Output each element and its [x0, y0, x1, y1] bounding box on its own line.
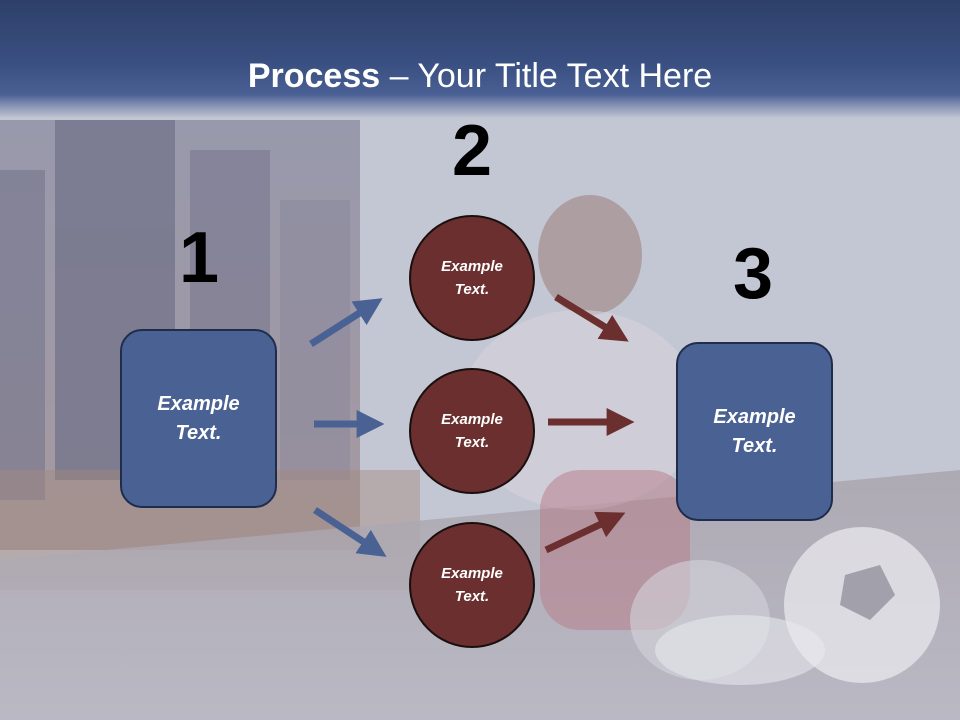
step-number-1: 1 [178, 218, 220, 298]
step-number-2: 2 [451, 111, 493, 191]
arrow-blue-up [309, 298, 383, 347]
arrow-red-down [554, 294, 629, 342]
title-bold: Process [247, 57, 381, 95]
circle-bottom[interactable]: Example Text. [409, 522, 535, 648]
title-bar [0, 0, 960, 118]
slide-title: Process – Your Title Text Here [0, 56, 960, 96]
right-box-text-line1: Example [713, 405, 796, 428]
title-rest: – Your Title Text Here [380, 57, 713, 95]
arrow-red-up [544, 511, 626, 554]
left-box-text-line1: Example [157, 392, 240, 415]
circle-top-text-line1: Example [441, 258, 503, 275]
circle-top[interactable]: Example Text. [409, 215, 535, 341]
circle-middle[interactable]: Example Text. [409, 368, 535, 494]
circle-middle-text-line2: Text. [454, 434, 490, 451]
circle-bottom-text-line1: Example [441, 565, 503, 582]
circle-bottom-text-line2: Text. [454, 588, 490, 605]
right-box[interactable]: Example Text. [676, 342, 833, 521]
step-number-3: 3 [732, 234, 774, 314]
circle-middle-text-line1: Example [441, 411, 503, 428]
arrow-blue-down [313, 507, 387, 557]
circle-top-text-line2: Text. [454, 281, 490, 298]
left-box-text-line2: Text. [175, 421, 222, 444]
left-box[interactable]: Example Text. [120, 329, 277, 508]
right-box-text-line2: Text. [731, 434, 778, 457]
